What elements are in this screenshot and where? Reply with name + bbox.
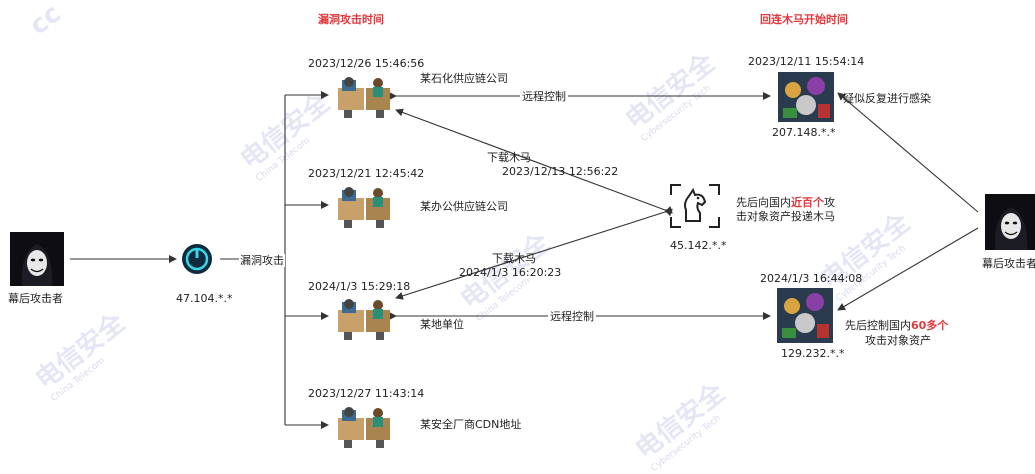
victim-3-time: 2024/1/3 15:29:18 [308, 280, 411, 293]
victim-1-name: 某石化供应链公司 [420, 72, 508, 85]
download-1-label: 下载木马 [487, 151, 531, 164]
trojan-2-ip: 129.232.*.* [781, 347, 845, 360]
proxy-ip: 47.104.*.* [176, 292, 233, 305]
attacker-left-label: 幕后攻击者 [8, 292, 63, 305]
trojan-1-note: 疑似反复进行感染 [843, 92, 931, 105]
victim-4-time: 2023/12/27 11:43:14 [308, 387, 425, 400]
victim-4-name: 某安全厂商CDN地址 [420, 418, 522, 431]
edge-right-attacker-to-trojan-1 [837, 92, 979, 213]
c2-desc: 先后向国内近百个攻 [736, 196, 835, 209]
office-worker-icon [336, 404, 392, 454]
compromised-server-icon [777, 288, 833, 343]
victim-2-name: 某办公供应链公司 [420, 200, 508, 213]
download-2-time: 2024/1/3 16:20:23 [459, 266, 562, 279]
attacker-mask-icon [10, 232, 64, 286]
download-2-label: 下载木马 [492, 252, 536, 265]
remote-control-label-2: 远程控制 [548, 310, 596, 323]
c2-desc-line2: 击对象资产投递木马 [736, 210, 835, 223]
trojan-1-time: 2023/12/11 15:54:14 [748, 55, 865, 68]
edge-right-attacker-to-trojan-2 [837, 227, 979, 311]
remote-control-label-1: 远程控制 [520, 90, 568, 103]
trojan-1-ip: 207.148.*.* [772, 126, 836, 139]
office-worker-icon [336, 296, 392, 346]
trojan-2-time: 2024/1/3 16:44:08 [760, 272, 863, 285]
edge-download-1 [395, 108, 673, 217]
header-vuln-attack-time: 漏洞攻击时间 [318, 13, 384, 26]
trojan-2-note-highlight: 60多个 [911, 319, 949, 332]
c2-ip: 45.142.*.* [670, 239, 727, 252]
connection-lines [70, 91, 979, 429]
trojan-horse-icon [667, 181, 723, 235]
compromised-server-icon [778, 72, 834, 122]
c2-desc-highlight: 近百个 [791, 196, 824, 209]
edge-download-2 [395, 206, 673, 300]
victim-2-time: 2023/12/21 12:45:42 [308, 167, 425, 180]
attacker-right-label: 幕后攻击者 [982, 257, 1035, 270]
proxy-edge-label: 漏洞攻击 [239, 254, 285, 267]
download-1-time: 2023/12/13 12:56:22 [502, 165, 619, 178]
office-worker-icon [336, 184, 392, 234]
victim-1-time: 2023/12/26 15:46:56 [308, 57, 425, 70]
trojan-2-note-line2: 攻击对象资产 [865, 334, 931, 347]
office-worker-icon [336, 74, 392, 124]
victim-3-name: 某地单位 [420, 318, 464, 331]
attacker-mask-icon [985, 194, 1035, 250]
header-trojan-start-time: 回连木马开始时间 [760, 13, 848, 26]
proxy-node-icon [181, 243, 213, 275]
trojan-2-note: 先后控制国内60多个 [845, 319, 949, 332]
